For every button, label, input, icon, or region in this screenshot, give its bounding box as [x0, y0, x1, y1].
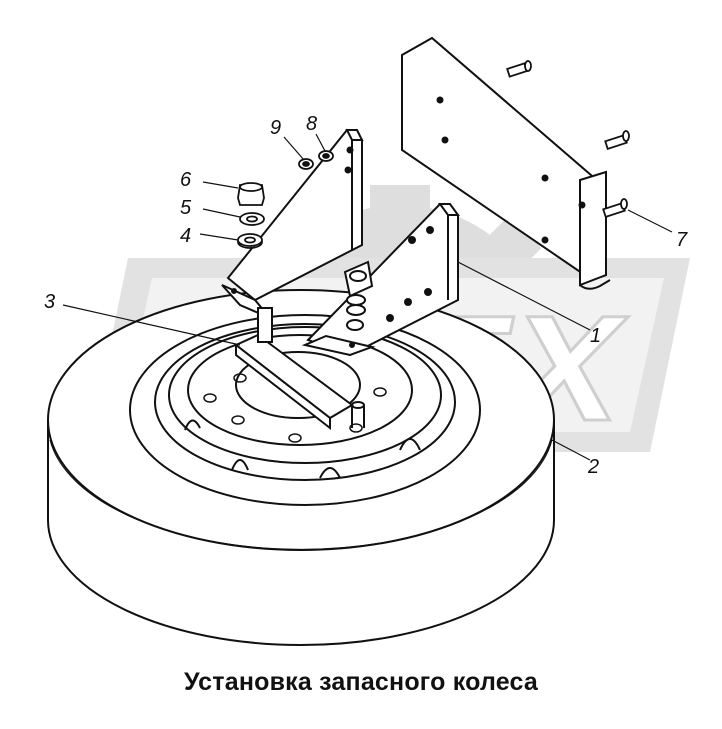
callout-4: 4	[180, 225, 191, 247]
washer-5	[239, 212, 265, 226]
hardware	[237, 150, 334, 249]
leader-lines	[62, 133, 673, 461]
nut-8	[318, 150, 334, 162]
mounting-bolts	[506, 60, 630, 219]
bolt-top	[506, 60, 532, 78]
spare-wheel-diagram: OPEX	[44, 36, 690, 646]
mounting-plate	[401, 36, 611, 290]
callout-5: 5	[180, 197, 192, 219]
callouts: 1 2 3 4 5 6 7 8 9	[44, 113, 688, 478]
bolt-lower	[602, 198, 628, 219]
callout-3: 3	[44, 291, 55, 313]
callout-8: 8	[306, 113, 317, 135]
callout-9: 9	[270, 117, 281, 139]
diagram-caption: Установка запасного колеса	[184, 668, 538, 696]
callout-2: 2	[587, 456, 599, 478]
nut-6	[237, 182, 265, 206]
callout-7: 7	[676, 229, 688, 251]
bracket-right-plate	[301, 202, 460, 357]
bolt-middle	[604, 130, 630, 151]
washer-4	[237, 233, 263, 249]
support-post	[257, 260, 374, 343]
bolt-holes	[203, 373, 387, 443]
washer-9	[298, 158, 314, 170]
callout-6: 6	[180, 169, 192, 191]
clamp-bar	[234, 333, 354, 431]
callout-1: 1	[590, 325, 601, 347]
